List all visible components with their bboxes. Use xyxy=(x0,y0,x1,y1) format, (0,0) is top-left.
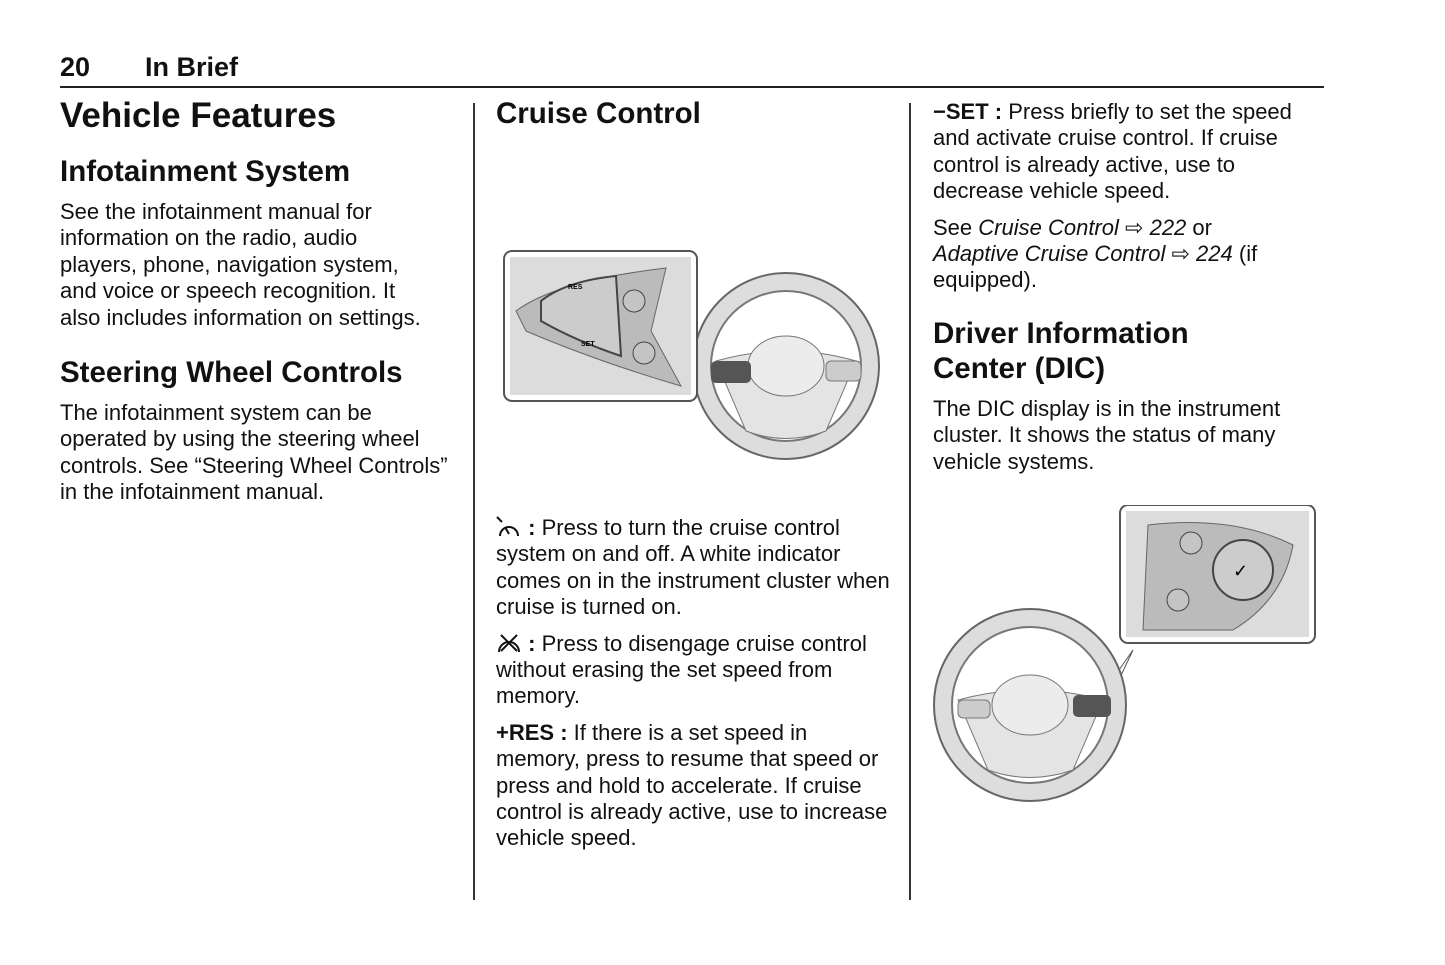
res-item: +RES : If there is a set speed in memory… xyxy=(496,720,896,852)
cruise-on-off-icon xyxy=(496,516,519,537)
res-text: If there is a set speed in memory, press… xyxy=(496,719,888,851)
infotainment-heading: Infotainment System xyxy=(60,155,351,188)
ref-arrow-icon: ⇨ xyxy=(1171,241,1190,267)
dic-body: The DIC display is in the instrument clu… xyxy=(933,395,1281,474)
middle-column: Cruise Control RES SET : Press to turn t… xyxy=(496,96,896,862)
cruise-on-off-text: Press to turn the cruise control system … xyxy=(496,515,890,620)
cruise-control-ref[interactable]: Cruise Control xyxy=(978,214,1119,240)
res-label-text: +RES : xyxy=(496,719,568,745)
see-also: See Cruise Control ⇨ 222 or Adaptive Cru… xyxy=(933,214,1258,293)
set-label-text: −SET : xyxy=(933,99,1003,124)
check-icon: ✓ xyxy=(1233,561,1248,581)
steering-heading: Steering Wheel Controls xyxy=(60,356,403,390)
set-label: SET xyxy=(581,341,595,348)
header-rule xyxy=(60,86,1324,88)
cruise-heading: Cruise Control xyxy=(496,97,701,130)
set-text: Press briefly to set the speed and activ… xyxy=(933,99,1292,204)
cruise-cancel-icon xyxy=(498,633,520,652)
dic-heading: Driver Information Center (DIC) xyxy=(933,316,1189,385)
dic-controls-figure: ✓ xyxy=(933,505,1316,803)
section-title: In Brief xyxy=(145,52,239,82)
set-item: −SET : Press briefly to set the speed an… xyxy=(933,99,1325,205)
running-header: 20 In Brief xyxy=(60,52,238,83)
right-column: −SET : Press briefly to set the speed an… xyxy=(933,96,1325,815)
column-divider xyxy=(473,103,475,900)
cruise-cancel-item: : Press to disengage cruise control with… xyxy=(496,630,867,709)
infotainment-body: See the infotainment manual for informat… xyxy=(60,199,421,330)
adaptive-cruise-ref[interactable]: Adaptive Cruise Control xyxy=(933,241,1166,267)
cruise-controls-figure: RES SET xyxy=(503,250,880,460)
column-divider xyxy=(909,103,911,900)
steering-body: The infotainment system can be operated … xyxy=(60,400,448,505)
page-title: Vehicle Features xyxy=(60,96,337,135)
ref-arrow-icon: ⇨ xyxy=(1125,214,1144,240)
page-number: 20 xyxy=(60,52,91,82)
cruise-on-off-item: : Press to turn the cruise control syste… xyxy=(496,515,890,620)
res-label: RES xyxy=(568,284,583,291)
left-column: Vehicle Features Infotainment System See… xyxy=(60,96,460,516)
cruise-cancel-text: Press to disengage cruise control withou… xyxy=(496,630,867,709)
